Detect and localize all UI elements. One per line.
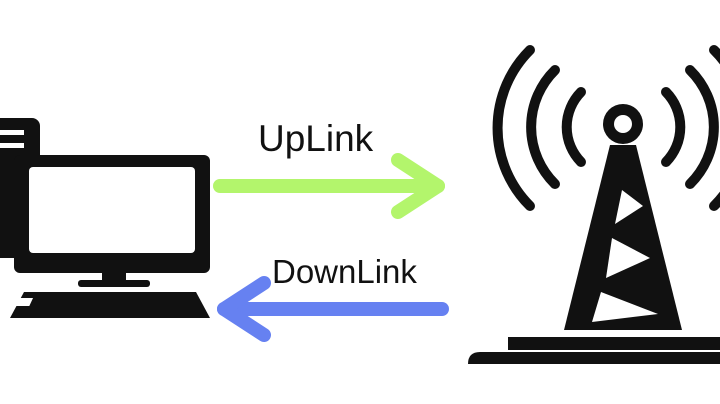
uplink-label: UpLink bbox=[258, 118, 374, 159]
cell-tower-icon bbox=[468, 45, 720, 364]
downlink-arrow bbox=[217, 276, 449, 342]
downlink-label: DownLink bbox=[272, 253, 417, 290]
desktop-computer-icon bbox=[0, 118, 210, 318]
uplink-arrow bbox=[213, 153, 445, 219]
